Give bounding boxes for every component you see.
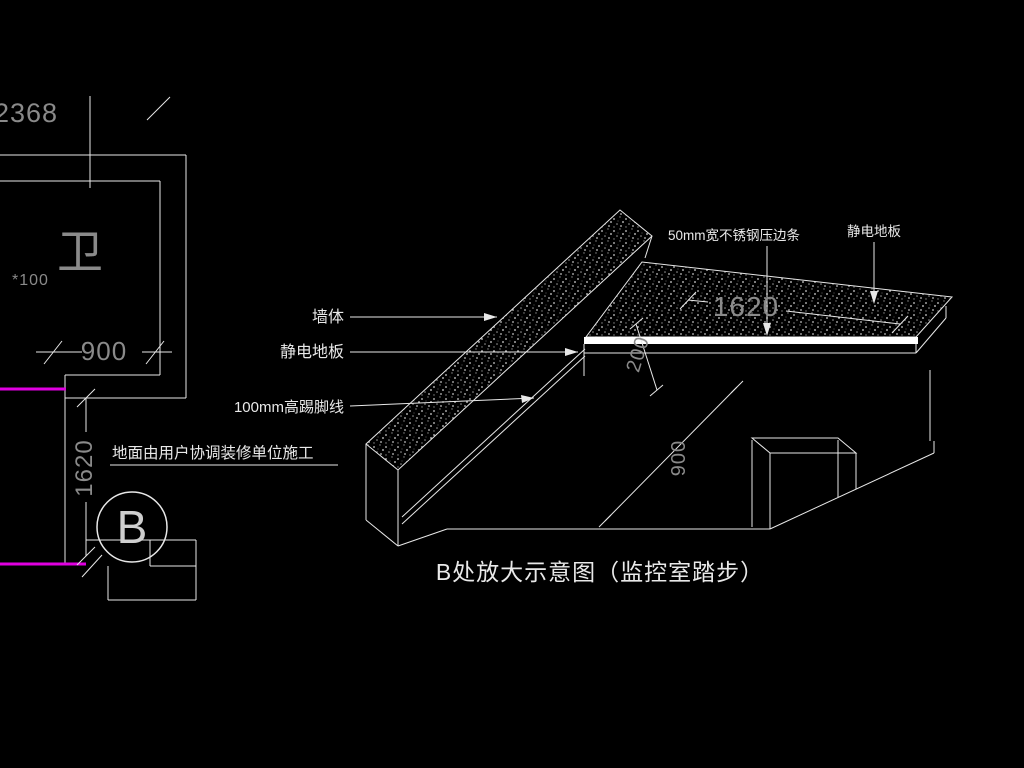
- plan-lower-walls: [81, 539, 197, 601]
- iso-skirting: [401, 348, 586, 525]
- plan-dim-1620-line: [76, 388, 96, 566]
- iso-pedestal: [750, 437, 858, 529]
- plan-elev-note: *100: [12, 272, 49, 289]
- callout-floor-label: 静电地板: [847, 224, 901, 239]
- callout-strip-label: 50mm宽不锈钢压边条: [668, 227, 801, 243]
- iso-dim-900-text: 900: [668, 440, 690, 476]
- iso-dim-200: [629, 317, 664, 397]
- iso-dim-1620-text: 1620: [713, 291, 779, 322]
- plan-floor-note: 地面由用户协调装修单位施工: [112, 444, 314, 462]
- leader-skirting-label: 100mm高踢脚线: [234, 399, 344, 416]
- plan-dim-900: [36, 340, 172, 365]
- plan-dim-900-text: 900: [81, 336, 127, 366]
- leader-wall-label: 墙体: [312, 308, 344, 326]
- iso-steel-strip: [584, 337, 918, 344]
- iso-leaders-top: [763, 242, 878, 336]
- iso-leaders-left: [349, 313, 578, 407]
- plan-room-label: 卫: [57, 226, 104, 278]
- plan-dim-1620-text: 1620: [71, 439, 98, 496]
- plan-magenta-lines: [0, 387, 86, 566]
- plan-room-outline: [0, 154, 187, 564]
- iso-floor-edge: [583, 306, 947, 376]
- iso-dim-1620: [679, 291, 909, 334]
- plan-view: 2368 卫 *100 900 1620 地面由用户协调装修单位施工 B: [0, 96, 338, 601]
- plan-grid-lines: [89, 96, 171, 188]
- iso-detail: 墙体 静电地板 100mm高踢脚线 50mm宽不锈钢压边条 静电地板 1620 …: [234, 209, 954, 585]
- iso-dim-900: [598, 380, 744, 528]
- iso-wall-end: [365, 235, 653, 547]
- plan-dim-2368: 2368: [0, 98, 58, 128]
- detail-caption: B处放大示意图（监控室踏步）: [436, 559, 764, 585]
- detail-bubble-letter: B: [117, 501, 148, 553]
- leader-floor-label: 静电地板: [280, 343, 344, 361]
- detail-bubble-circle: [96, 491, 168, 563]
- iso-ground: [397, 370, 935, 547]
